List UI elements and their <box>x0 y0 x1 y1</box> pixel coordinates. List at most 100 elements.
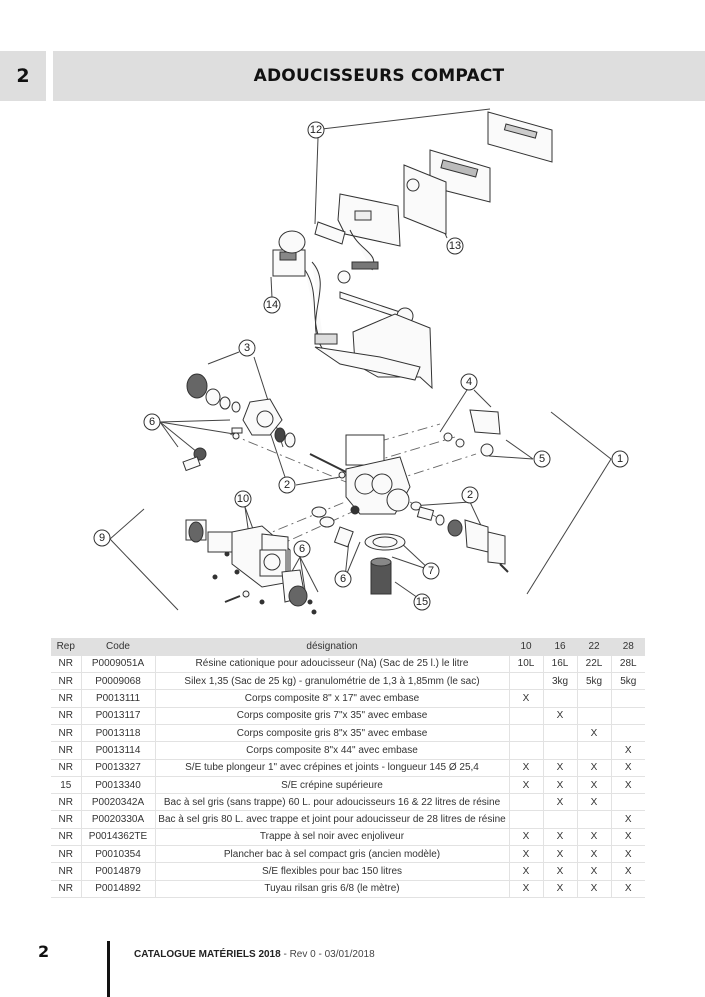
callout-2-right-label: 2 <box>467 489 473 501</box>
callout-7 <box>422 562 440 580</box>
cell-size-10 <box>509 793 544 812</box>
cell-size-10 <box>509 810 544 829</box>
cell-code: P0010354 <box>81 845 156 864</box>
cell-size-22: X <box>577 828 612 847</box>
cell-code: P0020330A <box>81 810 156 829</box>
column-header-22: 22 <box>577 638 612 656</box>
cell-size-16 <box>543 810 578 829</box>
cell-size-16: X <box>543 828 578 847</box>
cell-code: P0020342A <box>81 793 156 812</box>
callout-7-label: 7 <box>428 565 434 577</box>
cell-designation: Tuyau rilsan gris 6/8 (le mètre) <box>155 880 510 898</box>
cell-size-28: X <box>611 759 645 777</box>
callout-5-label: 5 <box>539 453 545 465</box>
cell-code: P0013340 <box>81 776 156 795</box>
column-header-designation: désignation <box>155 638 510 656</box>
part-drawings <box>182 111 553 615</box>
callout-6-middle-label: 6 <box>299 543 305 555</box>
callout-6-bottom-label: 6 <box>340 573 346 585</box>
callout-9-label: 9 <box>99 532 105 544</box>
cell-rep: NR <box>51 689 82 708</box>
cell-size-10: X <box>509 759 544 777</box>
callout-1-label: 1 <box>617 453 623 465</box>
cell-designation: Plancher bac à sel compact gris (ancien … <box>155 845 510 864</box>
callout-6-bottom <box>334 570 352 588</box>
cell-rep: NR <box>51 845 82 864</box>
footer-text: CATALOGUE MATÉRIELS 2018 - Rev 0 - 03/01… <box>134 949 375 960</box>
callout-12-label: 12 <box>310 124 322 136</box>
cell-size-10: X <box>509 828 544 847</box>
cell-size-10: X <box>509 862 544 881</box>
cell-size-28: X <box>611 776 645 795</box>
footer-divider <box>107 941 110 997</box>
cell-designation: Corps composite 8" x 17" avec embase <box>155 689 510 708</box>
cell-rep: NR <box>51 741 82 760</box>
cell-size-16: X <box>543 707 578 725</box>
exploded-parts-diagram: 12 13 14 3 6 2 4 5 1 2 10 9 6 6 7 15 <box>0 102 705 632</box>
cell-size-22: X <box>577 776 612 795</box>
cell-size-28: X <box>611 828 645 847</box>
cell-size-16 <box>543 741 578 760</box>
column-header-rep: Rep <box>51 638 82 656</box>
cell-designation: Résine cationique pour adoucisseur (Na) … <box>155 655 510 674</box>
cell-designation: S/E flexibles pour bac 150 litres <box>155 862 510 881</box>
cell-size-16: X <box>543 845 578 864</box>
cell-rep: NR <box>51 724 82 743</box>
cell-size-16: X <box>543 776 578 795</box>
callout-9 <box>93 529 111 547</box>
cell-size-28 <box>611 689 645 708</box>
cell-size-28 <box>611 707 645 725</box>
cell-size-16: 3kg <box>543 672 578 691</box>
cell-code: P0014892 <box>81 880 156 898</box>
cell-size-10 <box>509 741 544 760</box>
callout-2-left <box>278 476 296 494</box>
cell-designation: Corps composite gris 8"x 35" avec embase <box>155 724 510 743</box>
cell-designation: Trappe à sel noir avec enjoliveur <box>155 828 510 847</box>
cell-size-10 <box>509 724 544 743</box>
callout-6-middle <box>293 540 311 558</box>
cell-size-28: X <box>611 862 645 881</box>
diagram-svg: 12 13 14 3 6 2 4 5 1 2 10 9 6 6 7 15 <box>93 108 629 615</box>
cell-size-16: X <box>543 759 578 777</box>
cell-size-10 <box>509 672 544 691</box>
cell-designation: Corps composite gris 7"x 35" avec embase <box>155 707 510 725</box>
cell-rep: NR <box>51 707 82 725</box>
callout-4-label: 4 <box>466 376 472 388</box>
cell-size-16 <box>543 724 578 743</box>
callout-3 <box>238 339 256 357</box>
cell-designation: Bac à sel gris 80 L. avec trappe et join… <box>155 810 510 829</box>
column-header-code: Code <box>81 638 156 656</box>
callout-14-label: 14 <box>266 299 278 311</box>
cell-code: P0014879 <box>81 862 156 881</box>
column-header-28: 28 <box>611 638 645 656</box>
cell-code: P0013111 <box>81 689 156 708</box>
callout-10 <box>234 490 252 508</box>
cell-size-10: X <box>509 880 544 898</box>
callout-1 <box>611 450 629 468</box>
cell-size-28: X <box>611 845 645 864</box>
cell-rep: NR <box>51 759 82 777</box>
callout-14 <box>263 296 281 314</box>
cell-size-28: X <box>611 880 645 898</box>
cell-size-16: 16L <box>543 655 578 674</box>
column-header-10: 10 <box>509 638 544 656</box>
cell-size-22 <box>577 689 612 708</box>
cell-rep: NR <box>51 828 82 847</box>
cell-size-16: X <box>543 793 578 812</box>
cell-code: P0013327 <box>81 759 156 777</box>
cell-size-22: 22L <box>577 655 612 674</box>
callout-4 <box>460 373 478 391</box>
cell-rep: 15 <box>51 776 82 795</box>
cell-size-22 <box>577 741 612 760</box>
cell-size-10: X <box>509 845 544 864</box>
cell-size-28 <box>611 724 645 743</box>
cell-size-22 <box>577 810 612 829</box>
